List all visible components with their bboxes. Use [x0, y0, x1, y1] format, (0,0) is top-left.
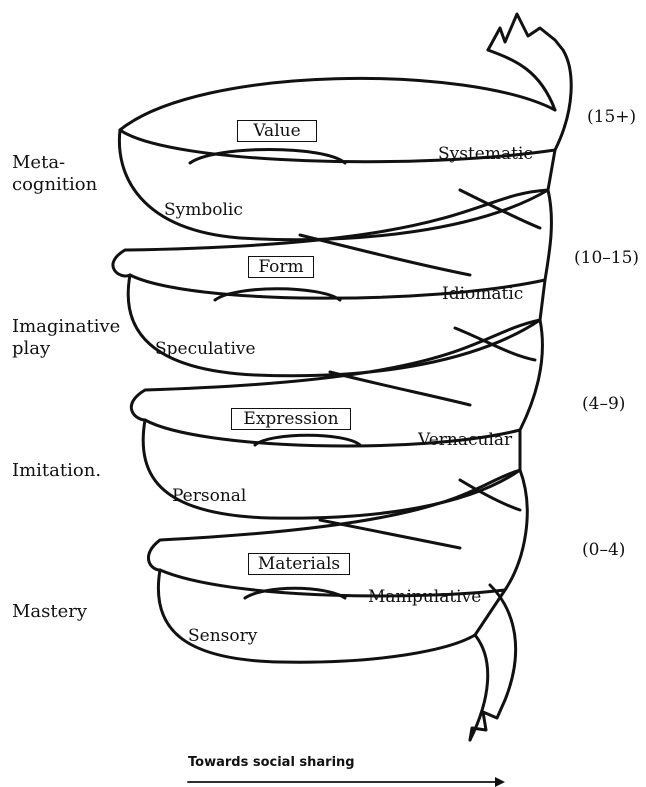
hole-2 — [213, 287, 342, 302]
hole-3 — [253, 433, 362, 447]
loop-1-back-edge — [118, 76, 557, 132]
loop-1-front-bottom — [117, 128, 550, 242]
strand-label-symbolic: Symbolic — [164, 200, 243, 220]
loop-3-right-edge — [518, 318, 544, 472]
spiral-bottom-torn-end — [468, 698, 507, 742]
age-label-4-9: (4–9) — [582, 394, 626, 414]
strand-label-manipulative: Manipulative — [368, 587, 482, 607]
hole-1 — [188, 148, 347, 165]
loop-2-right-edge — [538, 188, 553, 322]
mode-label-imitation: Imitation. — [12, 460, 102, 481]
social-sharing-label: Towards social sharing — [188, 755, 355, 770]
twist-3 — [318, 478, 522, 550]
age-label-15-plus: (15+) — [587, 107, 637, 127]
spiral-top-rise — [486, 48, 573, 152]
hole-4 — [243, 586, 347, 600]
strand-label-vernacular: Vernacular — [418, 430, 513, 450]
strand-label-sensory: Sensory — [188, 626, 258, 646]
element-box-value: Value — [237, 120, 317, 142]
mode-label-imaginative-play: Imaginative play — [12, 316, 121, 359]
element-box-materials: Materials — [248, 553, 350, 575]
strand-label-idiomatic: Idiomatic — [442, 284, 524, 304]
mode-label-metacognition: Meta- cognition — [12, 152, 98, 195]
strand-label-systematic: Systematic — [438, 144, 533, 164]
element-box-form: Form — [248, 256, 314, 278]
strand-label-speculative: Speculative — [155, 339, 256, 359]
twist-1 — [298, 188, 542, 277]
loop-3-front-bottom — [141, 418, 522, 520]
loop-4-right-edge — [473, 468, 529, 637]
loop-2-front-top — [128, 273, 547, 300]
loop-3-back-edge — [129, 318, 542, 422]
loop-2-back-edge — [111, 188, 550, 278]
strand-label-personal: Personal — [172, 486, 247, 506]
element-box-expression: Expression — [231, 408, 351, 430]
age-label-0-4: (0–4) — [582, 540, 626, 560]
loop-4-front-top — [158, 568, 507, 598]
loop-4-back-edge — [147, 468, 522, 572]
loop-1-right-edge — [546, 148, 557, 192]
loop-4-front-bottom — [156, 568, 477, 664]
loop-3-front-top — [143, 418, 522, 448]
spiral-top-torn-end — [486, 12, 565, 52]
mode-label-mastery: Mastery — [12, 601, 88, 622]
loop-1-front-top — [118, 128, 557, 164]
age-label-10-15: (10–15) — [574, 248, 640, 268]
loop-2-front-bottom — [126, 273, 542, 378]
social-sharing-arrowhead — [495, 777, 505, 787]
